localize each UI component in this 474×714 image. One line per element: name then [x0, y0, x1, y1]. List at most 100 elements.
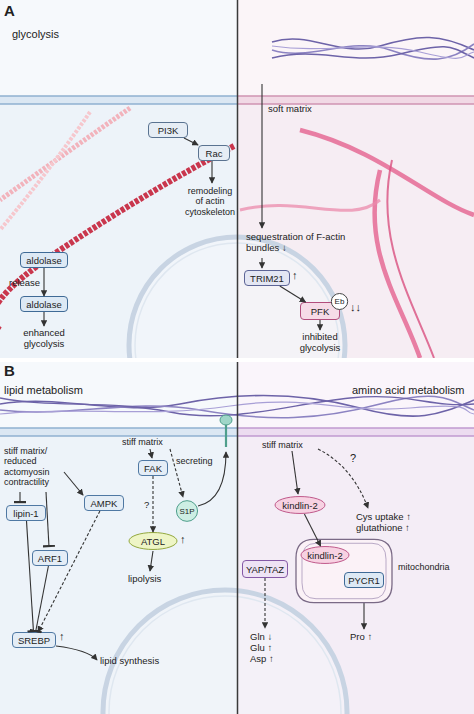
node-text: YAP/TAZ — [246, 564, 284, 575]
node-text: kindlin-2 — [307, 550, 342, 561]
arrow — [261, 258, 262, 268]
protein-box: AMPK — [84, 495, 124, 511]
node-text: PI3K — [158, 125, 179, 136]
ecm-fiber — [272, 44, 474, 59]
text-label: stiff matrix — [262, 440, 303, 450]
cell-membrane — [0, 428, 237, 436]
membrane-line — [238, 95, 474, 97]
text-label: ↑ — [292, 269, 298, 282]
mito-outline — [294, 538, 394, 604]
membrane-line — [0, 103, 237, 105]
dashed-arrow — [264, 578, 265, 628]
badge-circle: Eb — [331, 293, 348, 310]
text-label: lipid synthesis — [100, 656, 159, 667]
node-text: TRIM21 — [250, 273, 284, 284]
text-label: ↓↓ — [350, 301, 361, 314]
dashed-arrow — [318, 449, 368, 508]
text-label: B — [4, 362, 15, 379]
arrow — [64, 472, 83, 495]
ligand-circle: S1P — [176, 500, 198, 522]
panel-divider — [237, 0, 239, 358]
edge-label: ? — [144, 499, 149, 510]
node-text: FAK — [144, 463, 162, 474]
ecm-fiber — [272, 47, 474, 58]
ellipse-fill — [301, 547, 349, 564]
nucleus — [103, 590, 347, 714]
enzyme-box: aldolase — [20, 296, 68, 312]
protein-ellipse: kindlin-2 — [274, 496, 326, 514]
node-text: AMPK — [91, 498, 118, 509]
arrow — [319, 320, 320, 330]
cell-membrane — [0, 96, 237, 104]
node-text: Eb — [335, 296, 345, 307]
arrow — [261, 84, 262, 228]
text-label: enhanced glycolysis — [8, 328, 80, 350]
ecm-fiber — [272, 46, 474, 58]
dashed-connector — [152, 476, 153, 532]
outer-membrane — [296, 539, 392, 602]
text-label: Gln ↓ Glu ↑ Asp ↑ — [250, 632, 286, 665]
panel-background — [238, 362, 474, 714]
inhibition-line — [19, 492, 20, 503]
enzyme-ellipse: ATGL — [128, 532, 178, 550]
text-label: remodeling of actin cytoskeleton — [184, 186, 236, 217]
arrow — [43, 312, 44, 326]
inhibition-connector — [36, 566, 49, 632]
membrane-line — [238, 427, 474, 429]
receptor-head — [220, 415, 232, 425]
text-label: A — [4, 2, 15, 19]
arrow — [211, 161, 212, 183]
protein-box: TRIM21 — [244, 270, 290, 286]
actin-bundle — [387, 160, 434, 358]
nucleus-inner — [109, 596, 341, 714]
actin-filament — [0, 146, 234, 330]
node-text: lipin-1 — [13, 508, 38, 519]
text-label: amino acid metabolism — [352, 384, 465, 397]
text-label: stiff matrix/ reduced actomyosin contrac… — [4, 446, 66, 487]
enzyme-box: PYCR1 — [344, 572, 384, 588]
actin-bundle — [240, 200, 380, 210]
protein-box: lipin-1 — [6, 505, 46, 521]
ellipse-fill — [129, 533, 177, 550]
arrow-connector — [43, 268, 44, 296]
receptor-stem — [225, 424, 227, 447]
membrane-line — [238, 435, 474, 437]
inhibition-line — [46, 492, 49, 547]
ellipse-fill — [275, 497, 325, 514]
panel-divider — [237, 362, 239, 714]
text-label: lipolysis — [128, 574, 161, 585]
text-label: secreting — [176, 456, 213, 466]
enzyme-box: PFKEb — [300, 302, 340, 320]
inhibition-connector — [27, 521, 34, 632]
arrow — [150, 449, 152, 458]
extracellular-space — [238, 0, 474, 96]
node-text: aldolase — [26, 299, 61, 310]
node-text: SREBP — [18, 635, 50, 646]
extracellular-space — [0, 0, 237, 96]
cell-membrane — [238, 428, 474, 436]
node-text: aldolase — [26, 255, 61, 266]
node-text: ARF1 — [38, 553, 62, 564]
text-label: lipid metabolism — [4, 384, 83, 397]
text-label: Pro ↑ — [350, 632, 372, 643]
node-text: S1P — [179, 506, 194, 517]
text-label: glycolysis — [12, 28, 59, 41]
dashed-connector — [38, 511, 100, 632]
text-label: inhibited glycolysis — [288, 332, 352, 354]
node-text: mitochondria — [398, 562, 450, 573]
arrow — [150, 551, 153, 571]
arrow-connector — [280, 286, 306, 302]
protein-box: Rac — [198, 145, 230, 161]
arrow-connector — [184, 138, 198, 145]
protein-box: PI3K — [148, 122, 188, 138]
cell-membrane — [238, 96, 474, 104]
circle-fill — [176, 501, 197, 522]
actin-filament — [0, 112, 90, 230]
panel-gap — [0, 358, 474, 362]
text-label: sequestration of F-actin bundles ↓ — [246, 232, 370, 254]
node-text: PYCR1 — [348, 575, 380, 586]
protein-box: FAK — [138, 460, 168, 476]
membrane-line — [0, 427, 237, 429]
